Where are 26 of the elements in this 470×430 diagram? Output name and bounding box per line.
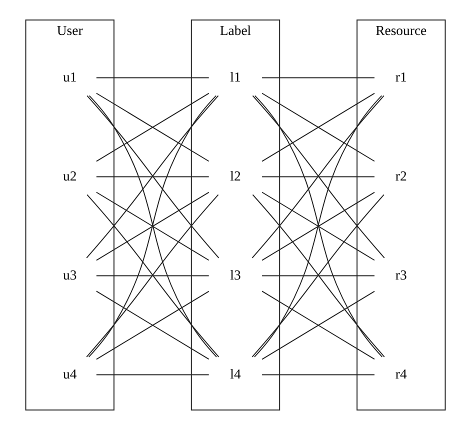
- connector: [95, 374, 209, 376]
- connector: [261, 92, 374, 162]
- node-text: l1: [230, 69, 240, 84]
- node-text: l3: [230, 267, 240, 282]
- connector: [95, 290, 209, 360]
- node-text: r3: [394, 267, 406, 282]
- connector: [95, 92, 209, 162]
- node-text: r1: [394, 69, 406, 84]
- connector: [261, 275, 374, 276]
- node-text: u1: [62, 69, 76, 84]
- connector: [95, 192, 209, 261]
- node-text: l4: [230, 366, 240, 382]
- connector: [261, 77, 374, 78]
- node-text: u2: [62, 168, 76, 184]
- connector: [95, 275, 209, 276]
- connector: [95, 77, 209, 78]
- node-text: u3: [62, 267, 76, 282]
- node-text: r4: [394, 366, 406, 382]
- node-text: u4: [62, 366, 76, 382]
- connector: [261, 192, 374, 261]
- connector: [261, 176, 374, 178]
- node-text: l2: [230, 168, 240, 184]
- node-text: r2: [394, 168, 406, 184]
- connector: [261, 374, 374, 376]
- connector: [95, 176, 209, 178]
- connector: [261, 290, 374, 360]
